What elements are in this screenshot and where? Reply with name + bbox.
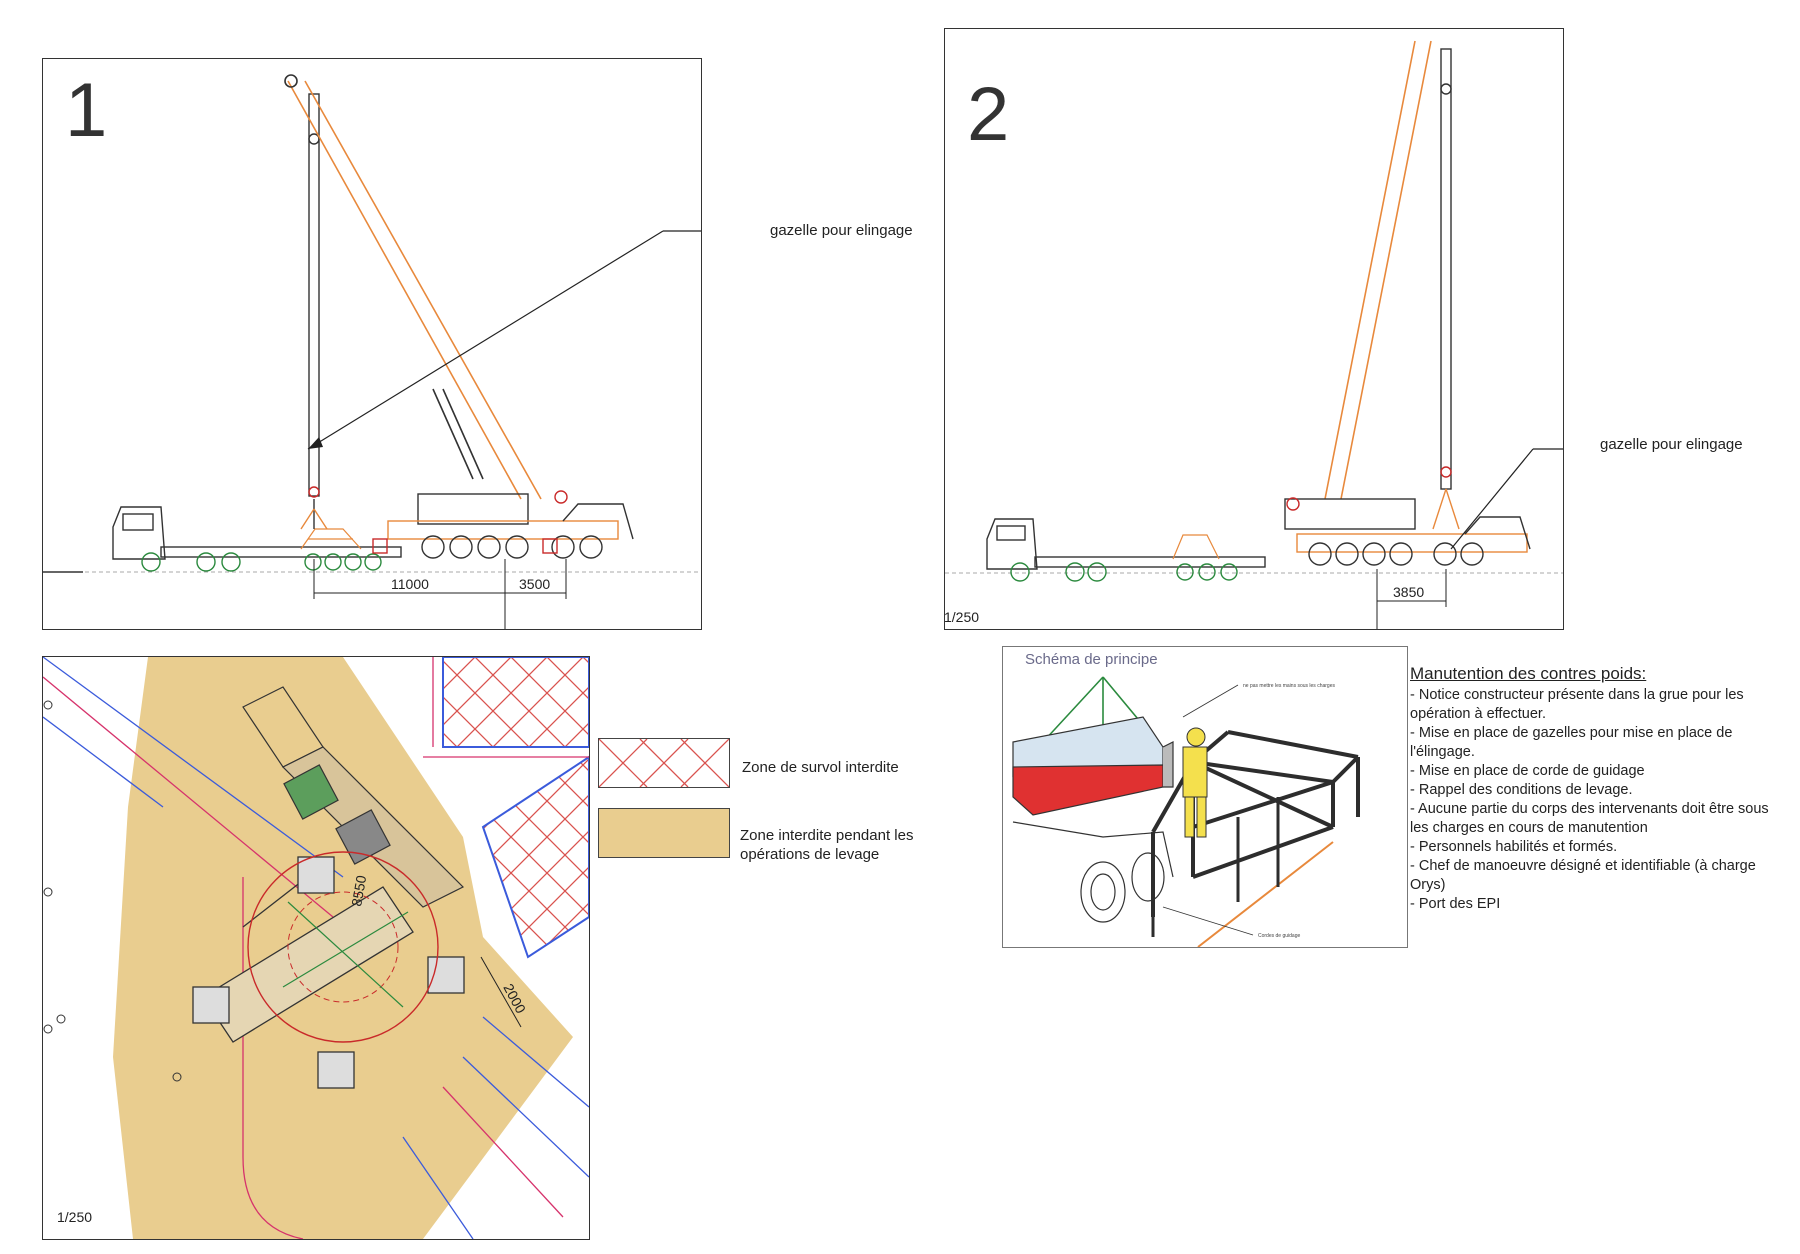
dim-8550: 8550 xyxy=(348,874,369,908)
note-item: - Mise en place de corde de guidage xyxy=(1410,763,1645,779)
note-item: - Aucune partie du corps des intervenant… xyxy=(1410,801,1769,836)
note-item: - Port des EPI xyxy=(1410,896,1501,912)
note-item: - Notice constructeur présente dans la g… xyxy=(1410,687,1744,722)
principle-schema: ne pas mettre les mains sous les charges… xyxy=(1002,646,1408,948)
truck-plan xyxy=(242,686,465,908)
principle-schema-drawing: ne pas mettre les mains sous les charges… xyxy=(1012,676,1360,947)
note-item: - Personnels habilités et formés. xyxy=(1410,839,1618,855)
site-plan-drawing: 8550 2000 xyxy=(43,657,589,1239)
schema-title: Schéma de principe xyxy=(1025,651,1158,668)
legend-no-fly-label: Zone de survol interdite xyxy=(742,759,899,776)
handling-notes: Manutention des contres poids: - Notice … xyxy=(1410,664,1790,914)
elevation-view-2: 3850 2 1/250 xyxy=(944,28,1564,630)
crane-boom xyxy=(284,74,542,500)
crane-elevation-drawing-2: 3850 xyxy=(945,40,1563,629)
scale-label-2: 1/250 xyxy=(944,609,980,625)
dim-3500: 3500 xyxy=(519,576,550,592)
legend-exclusion-label: Zone interdite pendant les opérations de… xyxy=(740,827,914,863)
mobile-crane xyxy=(372,490,634,559)
note-item: - Chef de manoeuvre désigné et identifia… xyxy=(1410,858,1756,893)
plan-view: 8550 2000 1/250 xyxy=(42,656,590,1240)
scale-label-plan: 1/250 xyxy=(57,1209,93,1225)
crane-plan xyxy=(192,856,465,1089)
counterweight xyxy=(1012,716,1174,816)
notes-title: Manutention des contres poids: xyxy=(1410,664,1647,683)
note-item: - Rappel des conditions de levage. xyxy=(1410,782,1633,798)
dim-11000: 11000 xyxy=(391,576,429,592)
dim-3850: 3850 xyxy=(1393,584,1424,600)
crane-elevation-drawing-1: 11000 3500 xyxy=(43,74,701,629)
panel-number-2: 2 xyxy=(967,72,1010,157)
elevation-view-1: 11000 3500 1 xyxy=(42,58,702,630)
callout-gazelle-2: gazelle pour elingage xyxy=(1600,436,1743,453)
note-item: - Mise en place de gazelles pour mise en… xyxy=(1410,725,1733,760)
panel-number-1: 1 xyxy=(65,68,108,153)
legend-no-fly-swatch xyxy=(598,738,730,788)
callout-gazelle-1: gazelle pour elingage xyxy=(770,222,913,239)
schema-note-top: ne pas mettre les mains sous les charges xyxy=(1243,683,1335,689)
legend-exclusion-swatch xyxy=(598,808,730,858)
worker-figure xyxy=(1182,727,1208,838)
schema-note-bottom: Cordes de guidage xyxy=(1258,933,1300,939)
slew-radius xyxy=(247,851,439,1043)
truck-tractor xyxy=(112,506,402,572)
